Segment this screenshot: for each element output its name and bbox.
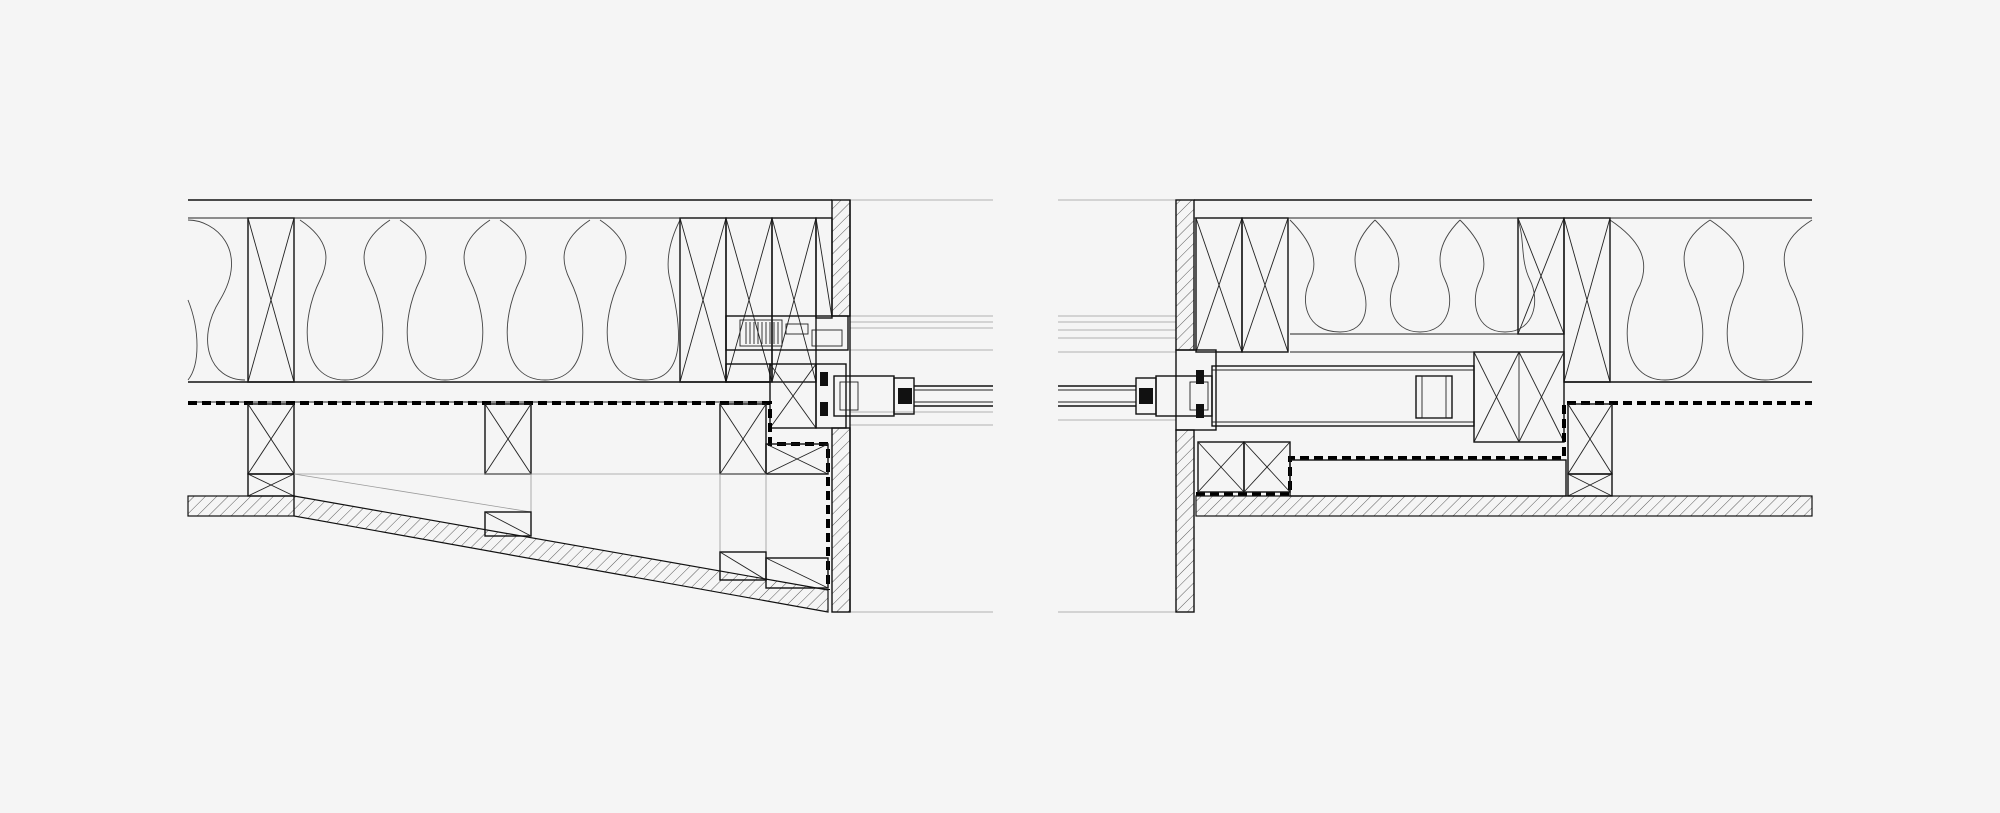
right-interior-finish (1195, 495, 1813, 517)
right-jamb-post (1175, 199, 1195, 613)
left-window-frame (815, 363, 993, 429)
left-frame-block (725, 363, 817, 429)
left-jamb-post (831, 199, 851, 613)
left-insulation-batts (187, 219, 681, 381)
right-window-frame (1058, 349, 1475, 431)
left-shutter-roll (745, 322, 779, 344)
left-frame-top-profile (725, 315, 849, 351)
left-jamb-detail (187, 199, 993, 613)
left-top-board (188, 199, 832, 219)
left-battens (247, 403, 829, 497)
right-top-board (1194, 199, 1812, 219)
left-insulation-layer (187, 217, 833, 403)
right-extension-lines (1058, 199, 1176, 613)
right-insulation-batts (1289, 219, 1813, 381)
right-jamb-detail (1058, 199, 1813, 613)
right-battens (1197, 403, 1613, 497)
left-interior-finish (187, 495, 829, 613)
right-insulation-layer (1195, 217, 1813, 383)
left-studs (247, 217, 833, 383)
right-studs (1195, 217, 1611, 383)
left-extension-lines (850, 199, 993, 613)
right-frame-block (1473, 351, 1565, 443)
right-vapour-barrier (1196, 401, 1812, 496)
